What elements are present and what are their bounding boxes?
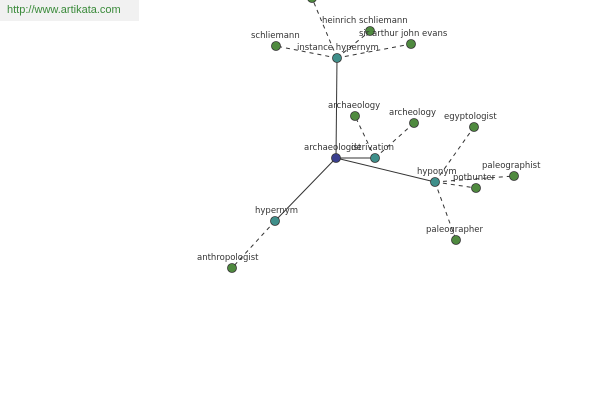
edge-instance-hypernym-to-offscreen <box>312 0 338 59</box>
edge-hyponym-to-pothunter <box>434 181 477 189</box>
site-url-link[interactable]: http://www.artikata.com <box>7 4 121 16</box>
edges-layer <box>231 0 515 269</box>
node-archaeologist[interactable] <box>331 153 341 163</box>
edge-hyponym-to-paleographist <box>434 175 515 183</box>
edge-derivation-to-archeology <box>374 122 415 159</box>
node-label-archaeologist[interactable]: archaeologist <box>304 143 362 153</box>
node-label-archeology[interactable]: archeology <box>389 108 436 118</box>
node-label-derivation[interactable]: derivation <box>351 143 394 153</box>
node-label-schliemann[interactable]: schliemann <box>251 31 300 41</box>
node-label-archaeology[interactable]: archaeology <box>328 101 380 111</box>
node-label-heinrich-schliemann[interactable]: heinrich schliemann <box>322 16 408 26</box>
node-offscreen[interactable] <box>307 0 317 3</box>
node-egyptologist[interactable] <box>469 122 479 132</box>
nodes-layer <box>227 0 519 273</box>
edge-hyponym-to-paleographer <box>434 181 457 241</box>
node-label-anthropologist[interactable]: anthropologist <box>197 253 259 263</box>
node-hyponym[interactable] <box>430 177 440 187</box>
node-sir-arthur-john-evans[interactable] <box>406 39 416 49</box>
edge-instance-hypernym-to-heinrich-schliemann <box>336 30 371 59</box>
node-paleographer[interactable] <box>451 235 461 245</box>
node-label-instance-hypernym[interactable]: instance hypernym <box>297 43 379 53</box>
edge-archaeologist-to-instance-hypernym <box>335 57 338 159</box>
url-bar: http://www.artikata.com <box>0 0 139 21</box>
node-label-paleographer[interactable]: paleographer <box>426 225 484 235</box>
node-label-hypernym[interactable]: hypernym <box>255 206 298 216</box>
node-paleographist[interactable] <box>509 171 519 181</box>
node-schliemann[interactable] <box>271 41 281 51</box>
labels-layer: archaeologist instance hypernym derivation… <box>197 16 541 263</box>
edge-archaeologist-to-hyponym <box>335 157 436 183</box>
node-archeology[interactable] <box>409 118 419 128</box>
edge-hyponym-to-egyptologist <box>434 126 475 183</box>
node-hypernym[interactable] <box>270 216 280 226</box>
node-heinrich-schliemann[interactable] <box>365 26 375 36</box>
node-label-egyptologist[interactable]: egyptologist <box>444 112 497 122</box>
edge-hypernym-to-anthropologist <box>231 220 276 269</box>
node-label-pothunter[interactable]: pothunter <box>453 173 496 183</box>
node-anthropologist[interactable] <box>227 263 237 273</box>
node-label-hyponym[interactable]: hyponym <box>417 167 457 177</box>
node-instance-hypernym[interactable] <box>332 53 342 63</box>
node-archaeology[interactable] <box>350 111 360 121</box>
edge-archaeologist-to-hypernym <box>274 157 337 222</box>
node-label-sir-arthur-john-evans[interactable]: sir arthur john evans <box>359 29 448 39</box>
edge-instance-hypernym-to-schliemann <box>275 45 338 59</box>
node-derivation[interactable] <box>370 153 380 163</box>
node-label-paleographist[interactable]: paleographist <box>482 161 541 171</box>
node-pothunter[interactable] <box>471 183 481 193</box>
